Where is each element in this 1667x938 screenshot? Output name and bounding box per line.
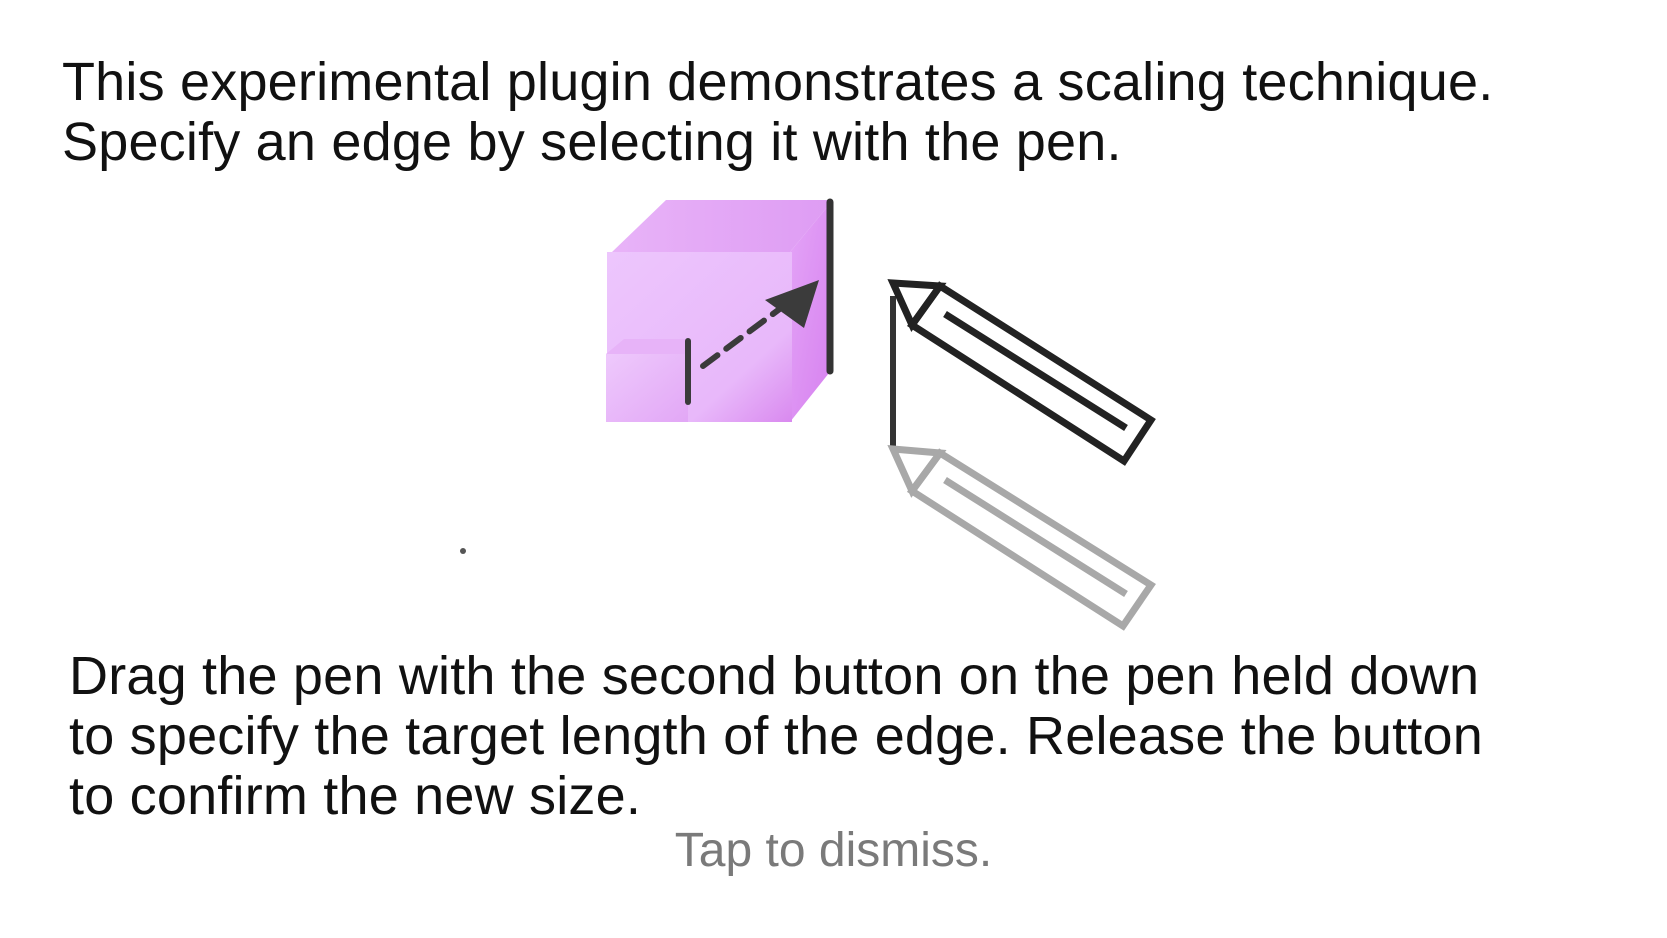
- scale-arrow-icon: [685, 280, 819, 405]
- ghost-pen-icon: [887, 296, 1156, 631]
- instructions-line-3: to confirm the new size.: [69, 766, 642, 826]
- instructions-text: Drag the pen with the second button on t…: [69, 646, 1649, 826]
- instructions-line-1: Drag the pen with the second button on t…: [69, 646, 1480, 706]
- intro-text: This experimental plugin demonstrates a …: [62, 52, 1642, 172]
- intro-line-1: This experimental plugin demonstrates a …: [62, 52, 1494, 112]
- pen-icon: [887, 279, 1156, 466]
- dismiss-button[interactable]: Tap to dismiss.: [674, 824, 993, 877]
- intro-line-2: Specify an edge by selecting it with the…: [62, 112, 1122, 172]
- cube-icon: [606, 198, 834, 422]
- instructions-line-2: to specify the target length of the edge…: [69, 706, 1483, 766]
- stray-dot: [460, 548, 466, 554]
